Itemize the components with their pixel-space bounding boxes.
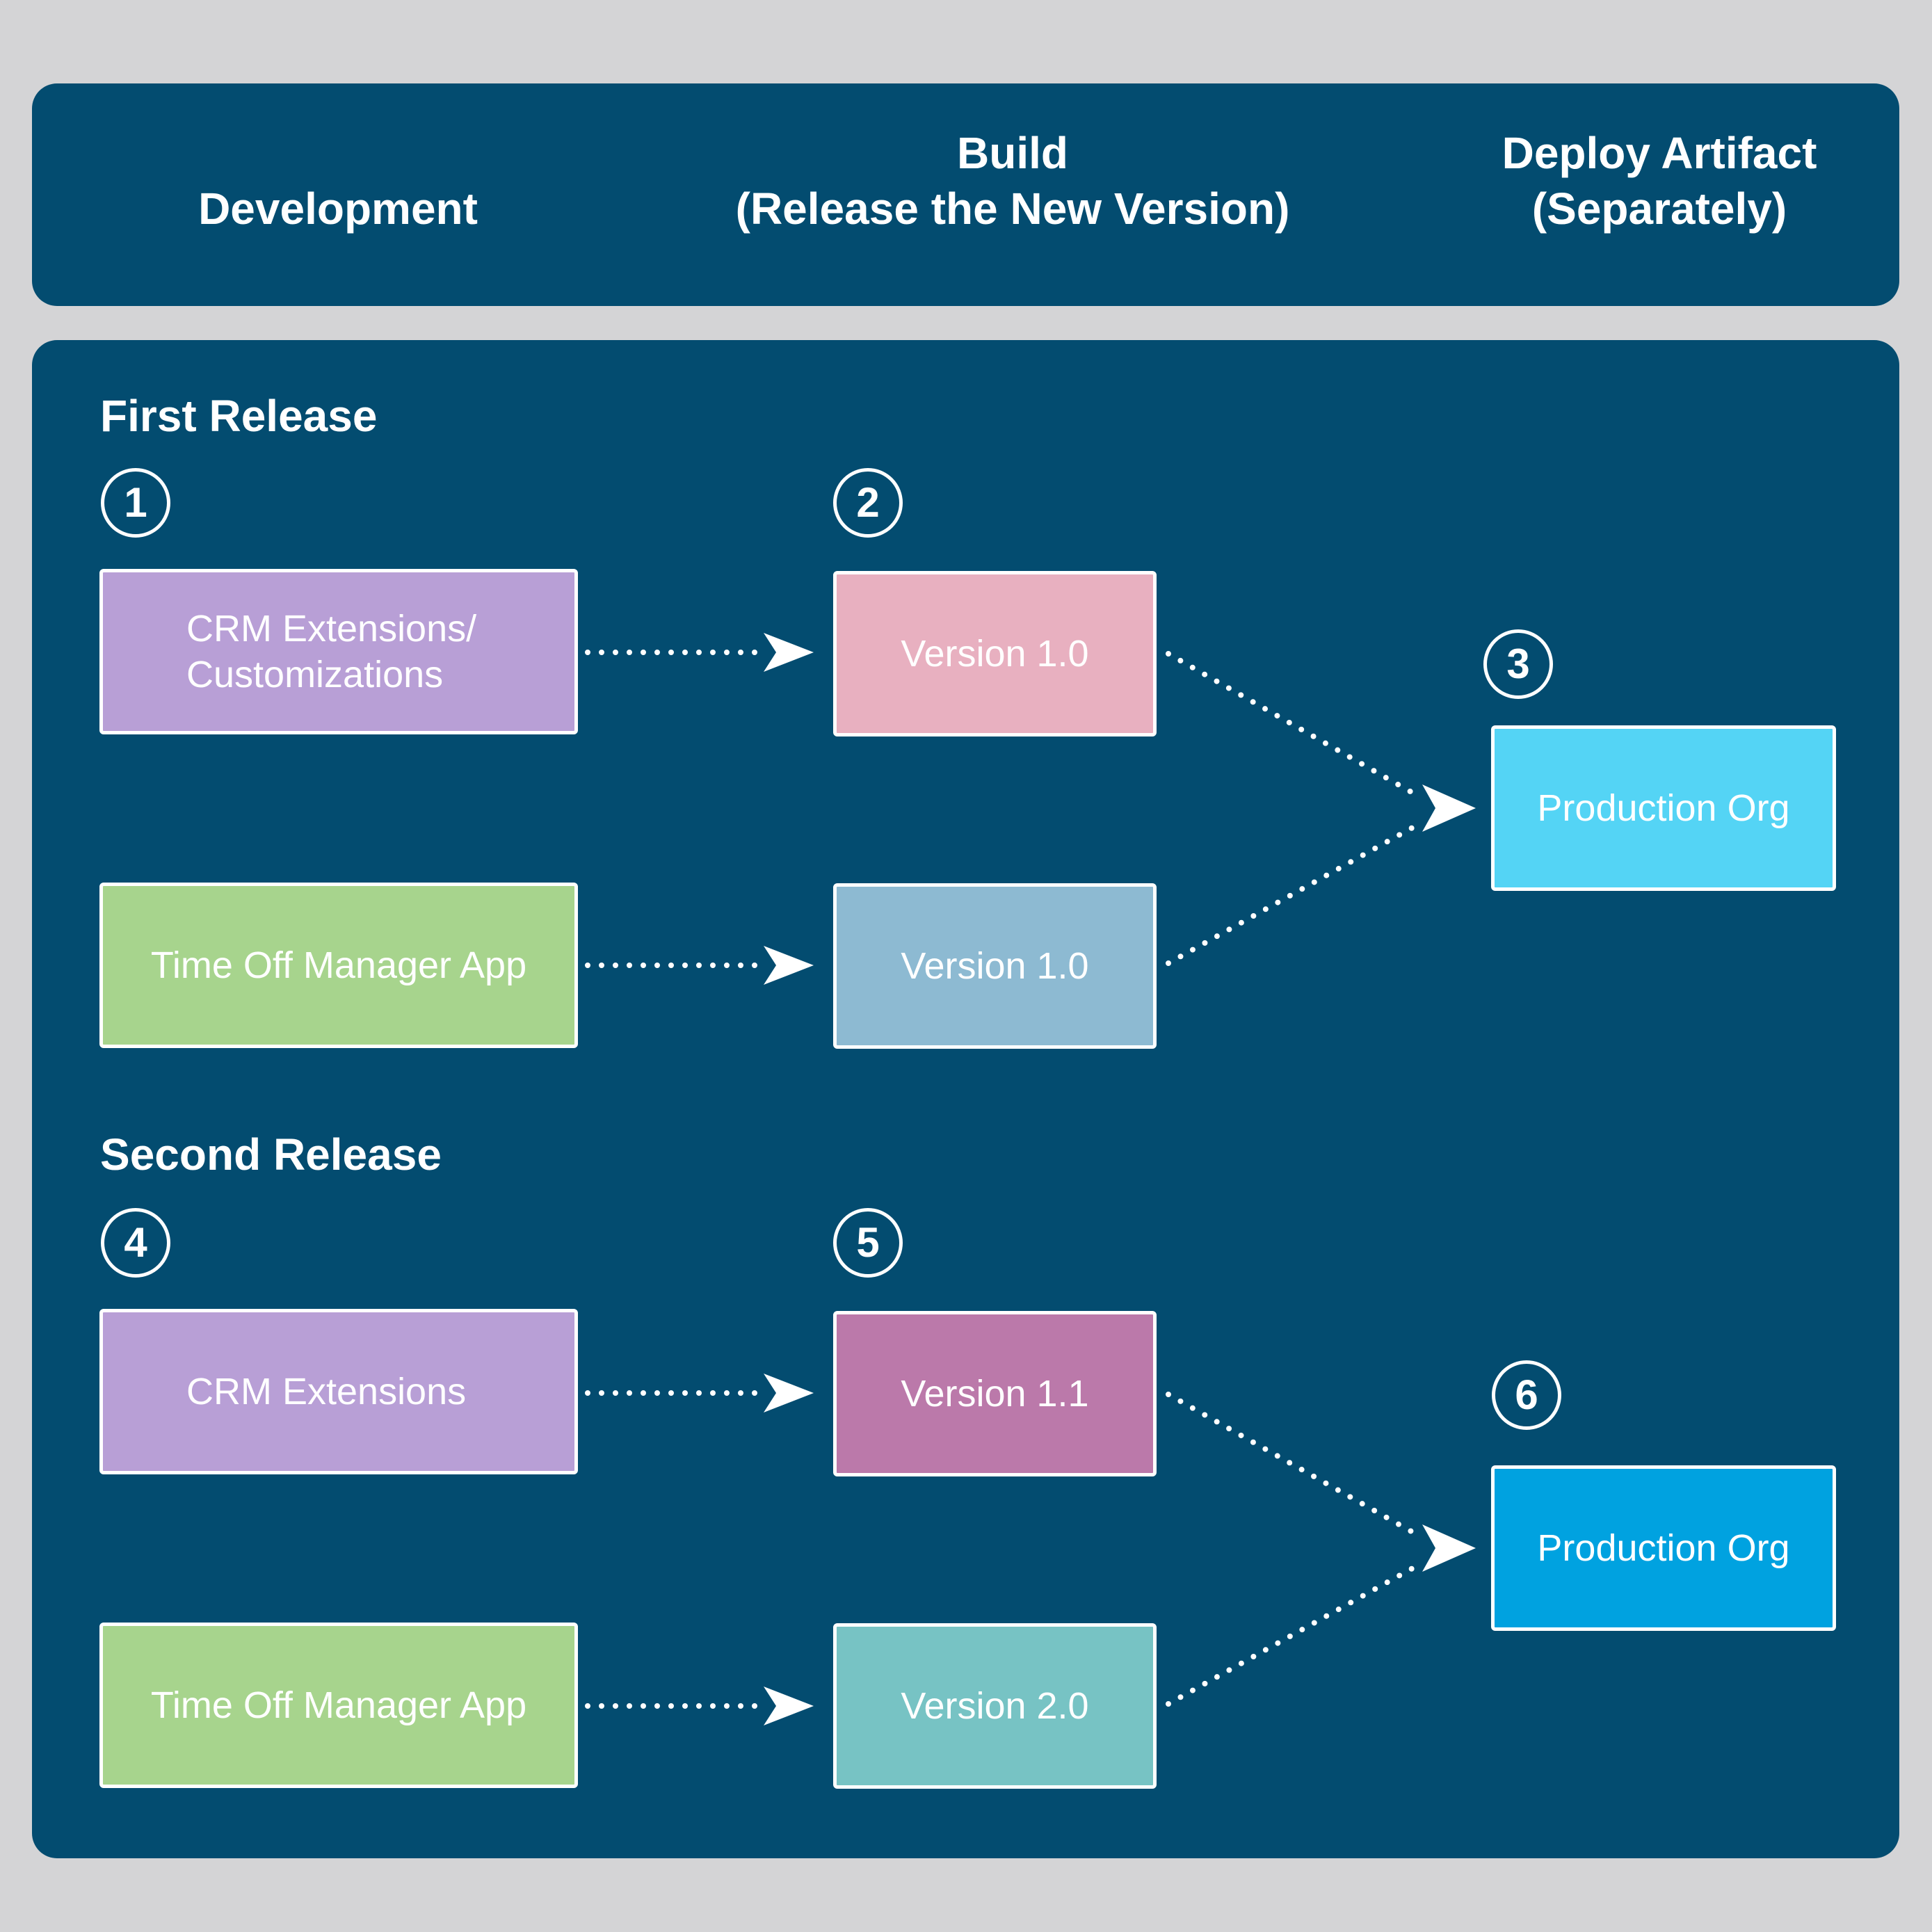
build-crm-version-label-2: Version 1.1 xyxy=(901,1373,1089,1415)
build-timeoff-version-box-2: Version 2.0 xyxy=(833,1623,1157,1789)
build-timeoff-version-box: Version 1.0 xyxy=(833,883,1157,1049)
build-timeoff-version-label: Version 1.0 xyxy=(901,945,1089,987)
second-release-title: Second Release xyxy=(100,1129,442,1180)
step-3-badge: 3 xyxy=(1483,629,1553,699)
header-panel: Development Build (Release the New Versi… xyxy=(32,83,1899,306)
dev-timeoff-label-2: Time Off Manager App xyxy=(150,1684,527,1726)
step-6-badge: 6 xyxy=(1492,1360,1561,1430)
arrowhead-crm-to-v10 xyxy=(764,633,814,672)
build-crm-version-box: Version 1.0 xyxy=(833,571,1157,736)
dev-crm-extensions-box: CRM Extensions/ Customizations xyxy=(99,569,578,734)
dev-crm-extensions-box-2: CRM Extensions xyxy=(99,1309,578,1474)
header-development: Development xyxy=(115,181,561,236)
header-deploy: Deploy Artifact (Separately) xyxy=(1423,125,1896,236)
arrow-line-crm-v10-to-prod xyxy=(1166,651,1422,799)
arrowhead-timeoff-to-v20 xyxy=(764,1687,814,1725)
dev-crm-label-2: CRM Extensions xyxy=(186,1371,467,1412)
arrowhead-to-prod2 xyxy=(1422,1524,1476,1572)
dev-timeoff-app-box: Time Off Manager App xyxy=(99,883,578,1048)
step-1-badge: 1 xyxy=(101,468,170,538)
dev-crm-label-line2: Customizations xyxy=(186,654,444,695)
arrow-line-crm-v11-to-prod xyxy=(1166,1392,1422,1538)
step-2-badge: 2 xyxy=(833,468,903,538)
dev-crm-label-line1: CRM Extensions/ xyxy=(186,608,477,650)
header-deploy-line1: Deploy Artifact xyxy=(1502,128,1817,178)
arrow-line-timeoff-v20-to-prod xyxy=(1166,1562,1422,1707)
dev-timeoff-app-box-2: Time Off Manager App xyxy=(99,1623,578,1788)
step-5-badge: 5 xyxy=(833,1208,903,1278)
production-org-label-1: Production Org xyxy=(1537,787,1790,829)
header-build-line1: Build xyxy=(957,128,1068,178)
arrow-line-timeoff-v10-to-prod xyxy=(1166,821,1422,966)
build-crm-version-label: Version 1.0 xyxy=(901,633,1089,675)
first-release-title: First Release xyxy=(100,391,378,441)
arrowhead-crm-to-v11 xyxy=(764,1374,814,1412)
build-timeoff-version-label-2: Version 2.0 xyxy=(901,1685,1089,1727)
dev-timeoff-label: Time Off Manager App xyxy=(150,944,527,986)
header-build: Build (Release the New Version) xyxy=(658,125,1367,236)
production-org-box-1: Production Org xyxy=(1491,725,1836,891)
production-org-box-2: Production Org xyxy=(1491,1465,1836,1631)
step-4-badge: 4 xyxy=(101,1208,170,1278)
arrowhead-to-prod1 xyxy=(1422,784,1476,832)
production-org-label-2: Production Org xyxy=(1537,1527,1790,1569)
header-development-label: Development xyxy=(198,184,478,234)
header-build-line2: (Release the New Version) xyxy=(735,184,1290,234)
build-crm-version-box-2: Version 1.1 xyxy=(833,1311,1157,1476)
header-deploy-line2: (Separately) xyxy=(1531,184,1787,234)
arrowhead-timeoff-to-v10 xyxy=(764,946,814,985)
